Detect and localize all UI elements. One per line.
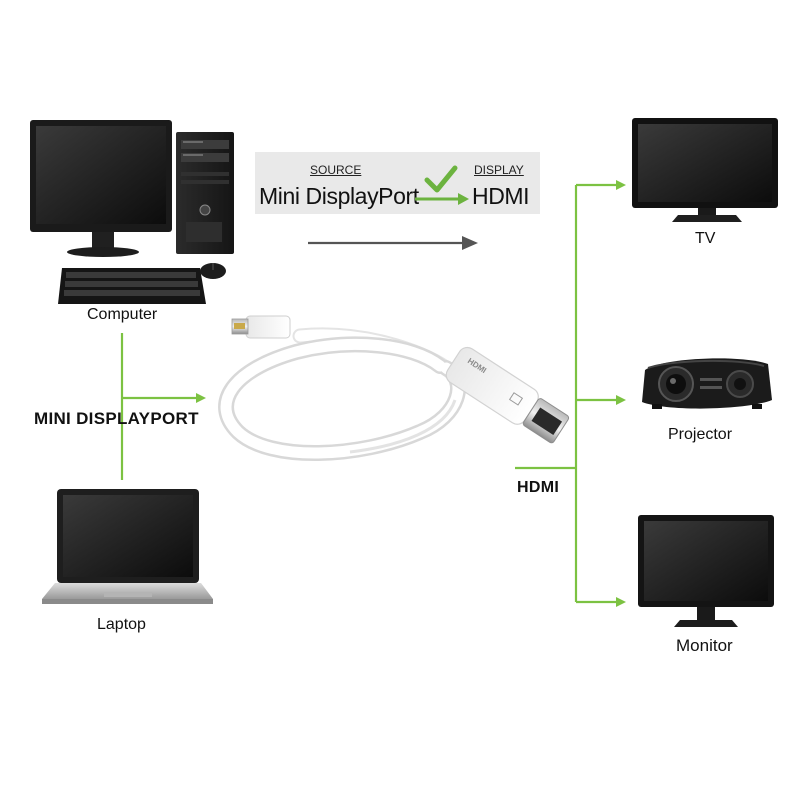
source-arrowhead — [196, 393, 206, 403]
output-arrowheads — [616, 180, 626, 607]
source-value: Mini DisplayPort — [259, 183, 419, 209]
projector-label: Projector — [668, 426, 733, 443]
output-connection-lines — [515, 183, 616, 604]
laptop-label: Laptop — [97, 616, 146, 633]
banner-graphics — [415, 165, 469, 205]
signal-direction-banner: SOURCE DISPLAY Mini DisplayPort HDMI — [255, 152, 540, 214]
display-caption: DISPLAY — [474, 163, 524, 177]
source-connection-lines — [120, 333, 196, 480]
mouse-icon — [200, 263, 226, 279]
monitor-icon — [638, 515, 774, 627]
desktop-computer-icon — [30, 120, 234, 257]
tv-label: TV — [695, 230, 716, 247]
projector-icon — [642, 358, 772, 409]
mini-displayport-label: MINI DISPLAYPORT — [34, 409, 199, 428]
checkmark-icon — [424, 165, 458, 193]
flow-arrow — [308, 236, 478, 250]
computer-label: Computer — [87, 306, 158, 323]
monitor-label: Monitor — [676, 636, 733, 655]
keyboard-icon — [58, 268, 206, 304]
source-caption: SOURCE — [310, 163, 362, 177]
tv-icon — [632, 118, 778, 222]
display-value: HDMI — [472, 183, 530, 209]
hdmi-label: HDMI — [517, 479, 560, 496]
laptop-icon — [42, 489, 213, 604]
cable-icon: HDMI — [218, 315, 570, 462]
banner-arrow — [415, 193, 469, 205]
